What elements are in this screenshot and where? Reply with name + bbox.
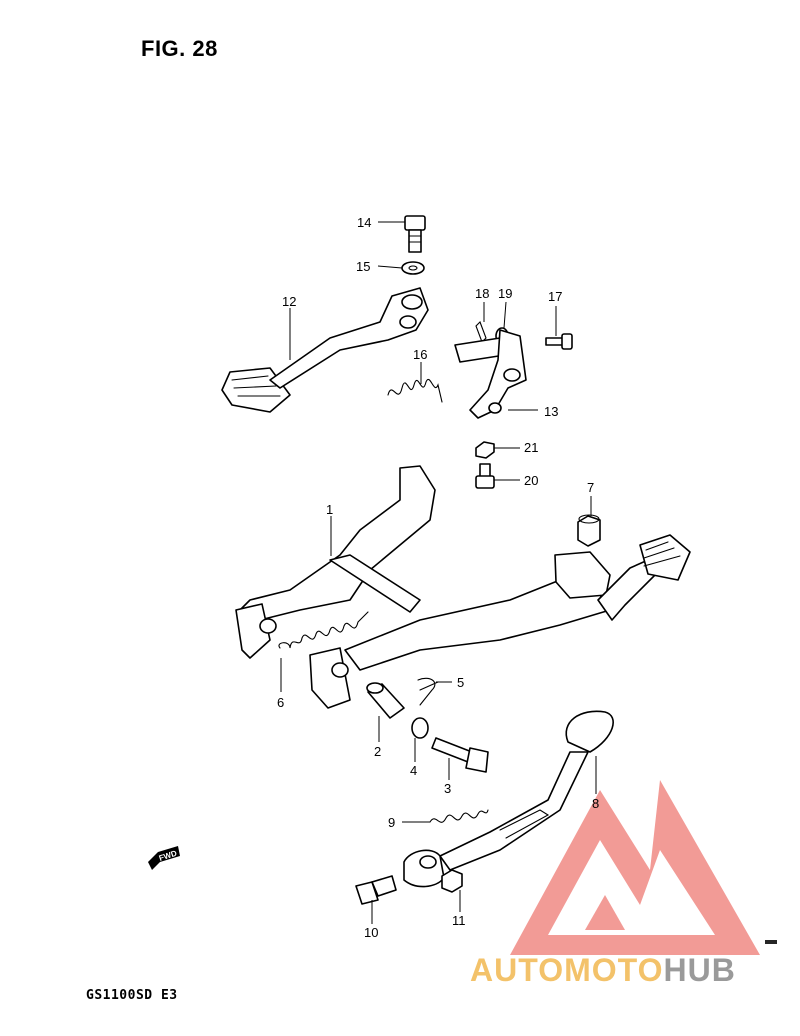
callout-16: 16 (413, 347, 427, 362)
callout-8: 8 (592, 796, 599, 811)
part-16-spring (387, 379, 443, 403)
part-13-lever (454, 329, 527, 419)
callout-5: 5 (457, 675, 464, 690)
callout-10: 10 (364, 925, 378, 940)
part-17-bolt (545, 333, 573, 350)
callout-21: 21 (524, 440, 538, 455)
part-9-spring (429, 809, 489, 823)
callout-15: 15 (356, 259, 370, 274)
part-8-side-stand (403, 710, 614, 888)
callout-4: 4 (410, 763, 417, 778)
leader-lines (280, 221, 597, 924)
part-2-spacer (366, 682, 405, 719)
callout-14: 14 (357, 215, 371, 230)
part-6-spring (278, 611, 369, 649)
fwd-arrow-icon (148, 846, 180, 870)
part-18-pin (475, 321, 487, 343)
watermark-moto: MOTO (564, 952, 664, 988)
part-21-nut (475, 441, 495, 459)
part-12-brake-pedal (221, 287, 429, 413)
callout-13: 13 (544, 404, 558, 419)
callout-19: 19 (498, 286, 512, 301)
part-3-bolt (431, 737, 489, 773)
part-4-washer (411, 717, 429, 739)
watermark-logo (510, 780, 777, 955)
part-5-cotter-pin (417, 677, 439, 706)
part-10-bolt (355, 875, 397, 905)
callout-3: 3 (444, 781, 451, 796)
fwd-label: FWD (158, 849, 178, 863)
figure-title: FIG. 28 (141, 36, 218, 61)
watermark-text: AUTOMOTOHUB (470, 952, 736, 989)
watermark-hub: HUB (663, 952, 736, 988)
callout-11: 11 (452, 913, 466, 928)
callout-18: 18 (475, 286, 489, 301)
callout-20: 20 (524, 473, 538, 488)
model-code: GS1100SD E3 (86, 988, 178, 1003)
part-15-washer (401, 261, 425, 275)
callout-7: 7 (587, 480, 594, 495)
part-20-bolt (475, 463, 495, 489)
part-1-center-stand (235, 465, 691, 709)
callout-6: 6 (277, 695, 284, 710)
part-11-nut (441, 869, 463, 893)
callout-17: 17 (548, 289, 562, 304)
callout-12: 12 (282, 294, 296, 309)
part-7-stopper (577, 514, 601, 547)
watermark-auto: AUTO (470, 952, 565, 988)
callout-2: 2 (374, 744, 381, 759)
callout-9: 9 (388, 815, 395, 830)
part-14-bolt (404, 215, 426, 253)
callout-1: 1 (326, 502, 333, 517)
